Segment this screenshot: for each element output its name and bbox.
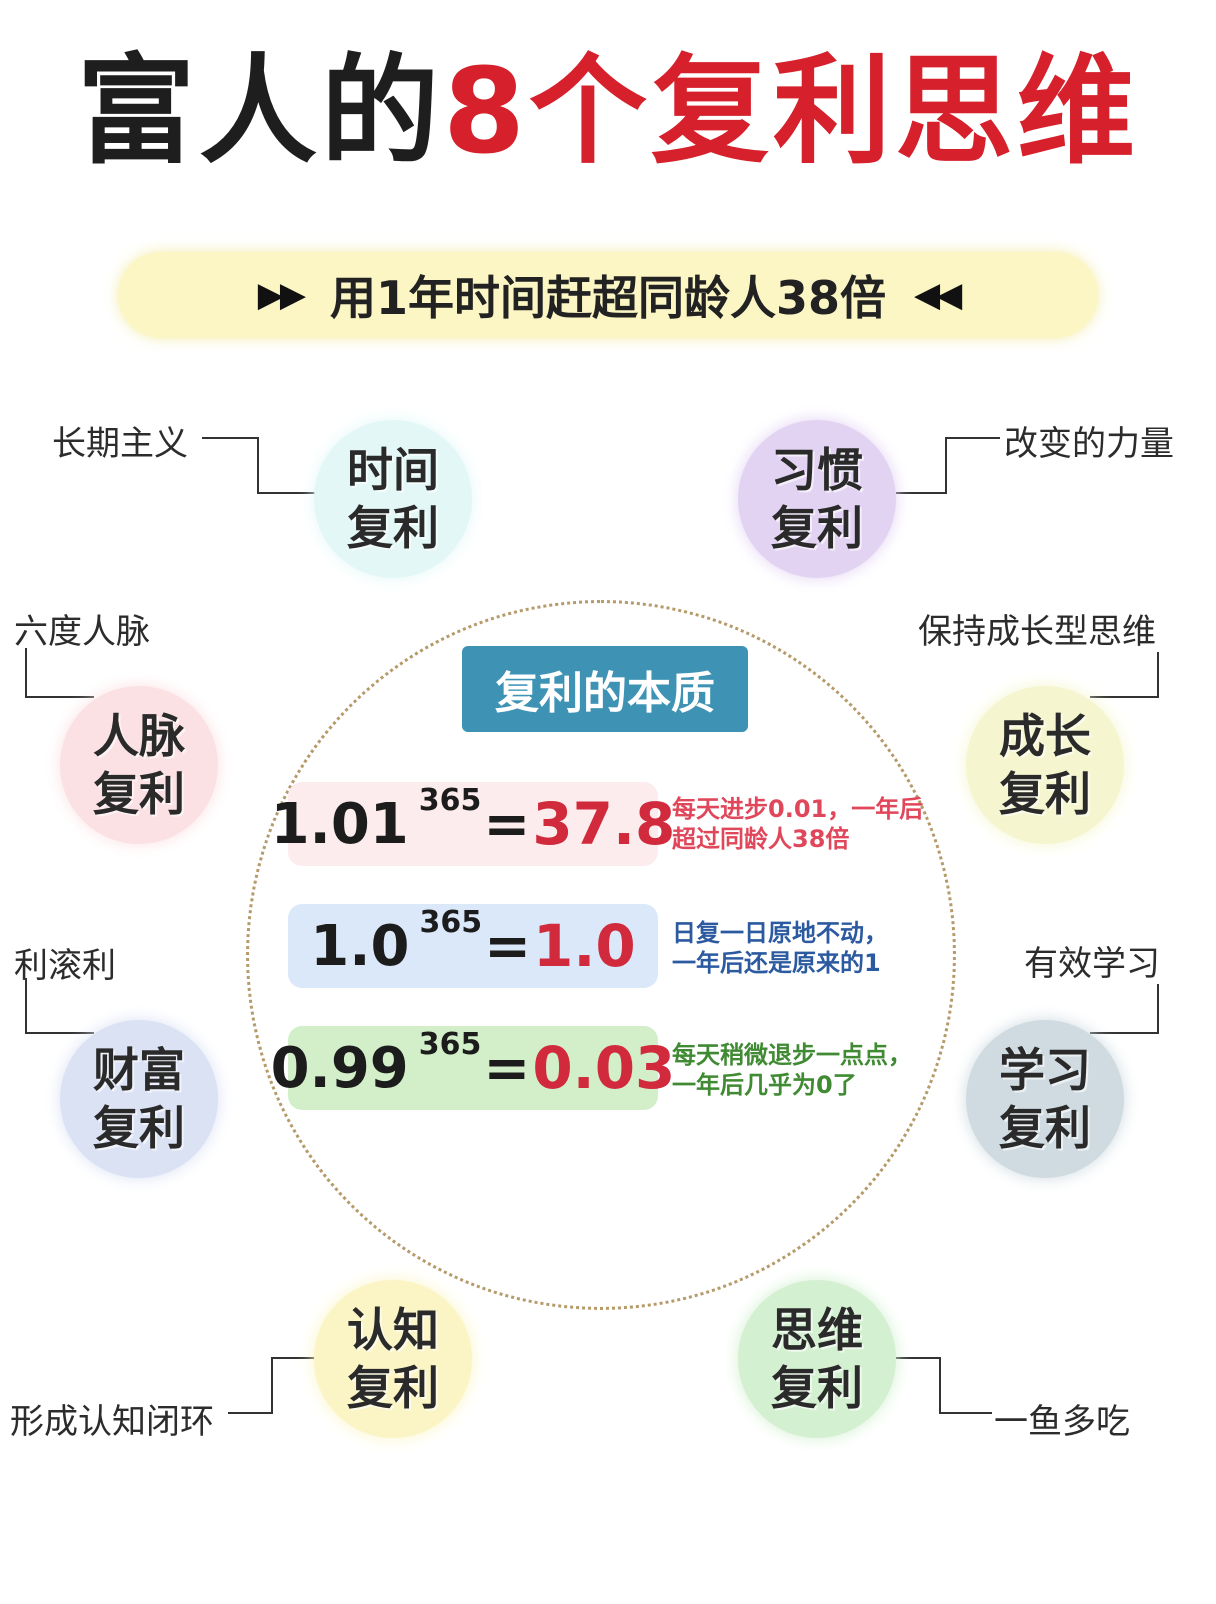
bubble-time-compound: 时间 复利 <box>314 420 472 578</box>
note-line1: 每天进步0.01，一年后 <box>672 795 924 823</box>
title-part1: 富人的 <box>76 42 443 180</box>
bubble-wealth-compound: 财富 复利 <box>60 1020 218 1178</box>
equation-result: 1.0 <box>533 912 636 980</box>
right-arrows-icon: ▶▶ <box>257 275 306 315</box>
bubble-line1: 习惯 <box>771 443 863 497</box>
bubble-line2: 复利 <box>999 767 1091 821</box>
equation-exponent: 365 <box>418 782 482 818</box>
bubble-line2: 复利 <box>771 501 863 555</box>
bubble-line1: 时间 <box>347 443 439 497</box>
equation-note-improve: 每天进步0.01，一年后 超过同龄人38倍 <box>672 794 923 854</box>
essence-heading: 复利的本质 <box>462 646 748 732</box>
bubble-line2: 复利 <box>999 1101 1091 1155</box>
bubble-habit-compound: 习惯 复利 <box>738 420 896 578</box>
bubble-growth-compound: 成长 复利 <box>966 686 1124 844</box>
equation-base: 1.01 <box>270 791 409 857</box>
label-cognitive-loop: 形成认知闭环 <box>10 1402 214 1442</box>
equals-sign: = <box>483 791 531 857</box>
bubble-network-compound: 人脉 复利 <box>60 686 218 844</box>
bubble-line1: 认知 <box>347 1303 439 1357</box>
note-line1: 每天稍微退步一点点， <box>672 1041 912 1069</box>
bubble-thinking-compound: 思维 复利 <box>738 1280 896 1438</box>
bubble-learning-compound: 学习 复利 <box>966 1020 1124 1178</box>
equation-base: 1.0 <box>310 913 410 979</box>
equation-base: 0.99 <box>270 1035 409 1101</box>
equation-row-improve: 1.01 365 = 37.8 <box>271 782 675 866</box>
label-long-termism: 长期主义 <box>52 424 188 464</box>
equation-note-stagnate: 日复一日原地不动， 一年后还是原来的1 <box>672 918 888 978</box>
equation-exponent: 365 <box>419 904 483 940</box>
page-title: 富人的8个复利思维 <box>0 36 1216 186</box>
bubble-cognition-compound: 认知 复利 <box>314 1280 472 1438</box>
bubble-line1: 人脉 <box>93 709 185 763</box>
title-part2: 8个复利思维 <box>442 42 1140 180</box>
note-line2: 超过同龄人38倍 <box>672 825 850 853</box>
bubble-line1: 思维 <box>771 1303 863 1357</box>
equation-row-decline: 0.99 365 = 0.03 <box>271 1026 675 1110</box>
equation-row-stagnate: 1.0 365 = 1.0 <box>288 904 658 988</box>
left-arrows-icon: ◀◀ <box>914 275 962 315</box>
equals-sign: = <box>484 913 531 979</box>
central-dotted-circle <box>246 600 956 1310</box>
subtitle-text: 用1年时间赶超同龄人38倍 <box>329 271 887 325</box>
bubble-line1: 成长 <box>999 709 1091 763</box>
equation-result: 0.03 <box>532 1034 676 1102</box>
bubble-line2: 复利 <box>347 501 439 555</box>
note-line2: 一年后几乎为0了 <box>672 1071 857 1099</box>
label-growth-mindset: 保持成长型思维 <box>918 612 1156 652</box>
note-line2: 一年后还是原来的1 <box>672 949 881 977</box>
subtitle-banner: ▶▶ 用1年时间赶超同龄人38倍 ◀◀ <box>118 252 1098 338</box>
label-compound-interest: 利滚利 <box>14 946 116 986</box>
bubble-line2: 复利 <box>347 1361 439 1415</box>
bubble-line1: 财富 <box>93 1043 185 1097</box>
bubble-line1: 学习 <box>999 1043 1091 1097</box>
equals-sign: = <box>483 1035 531 1101</box>
equation-exponent: 365 <box>418 1026 482 1062</box>
bubble-line2: 复利 <box>93 1101 185 1155</box>
equation-result: 37.8 <box>532 790 676 858</box>
label-one-fish-many-meals: 一鱼多吃 <box>994 1402 1130 1442</box>
label-six-degrees: 六度人脉 <box>14 612 150 652</box>
bubble-line2: 复利 <box>771 1361 863 1415</box>
note-line1: 日复一日原地不动， <box>672 919 888 947</box>
label-power-of-change: 改变的力量 <box>1004 424 1174 464</box>
equation-note-decline: 每天稍微退步一点点， 一年后几乎为0了 <box>672 1040 912 1100</box>
label-effective-learning: 有效学习 <box>1024 944 1160 984</box>
bubble-line2: 复利 <box>93 767 185 821</box>
